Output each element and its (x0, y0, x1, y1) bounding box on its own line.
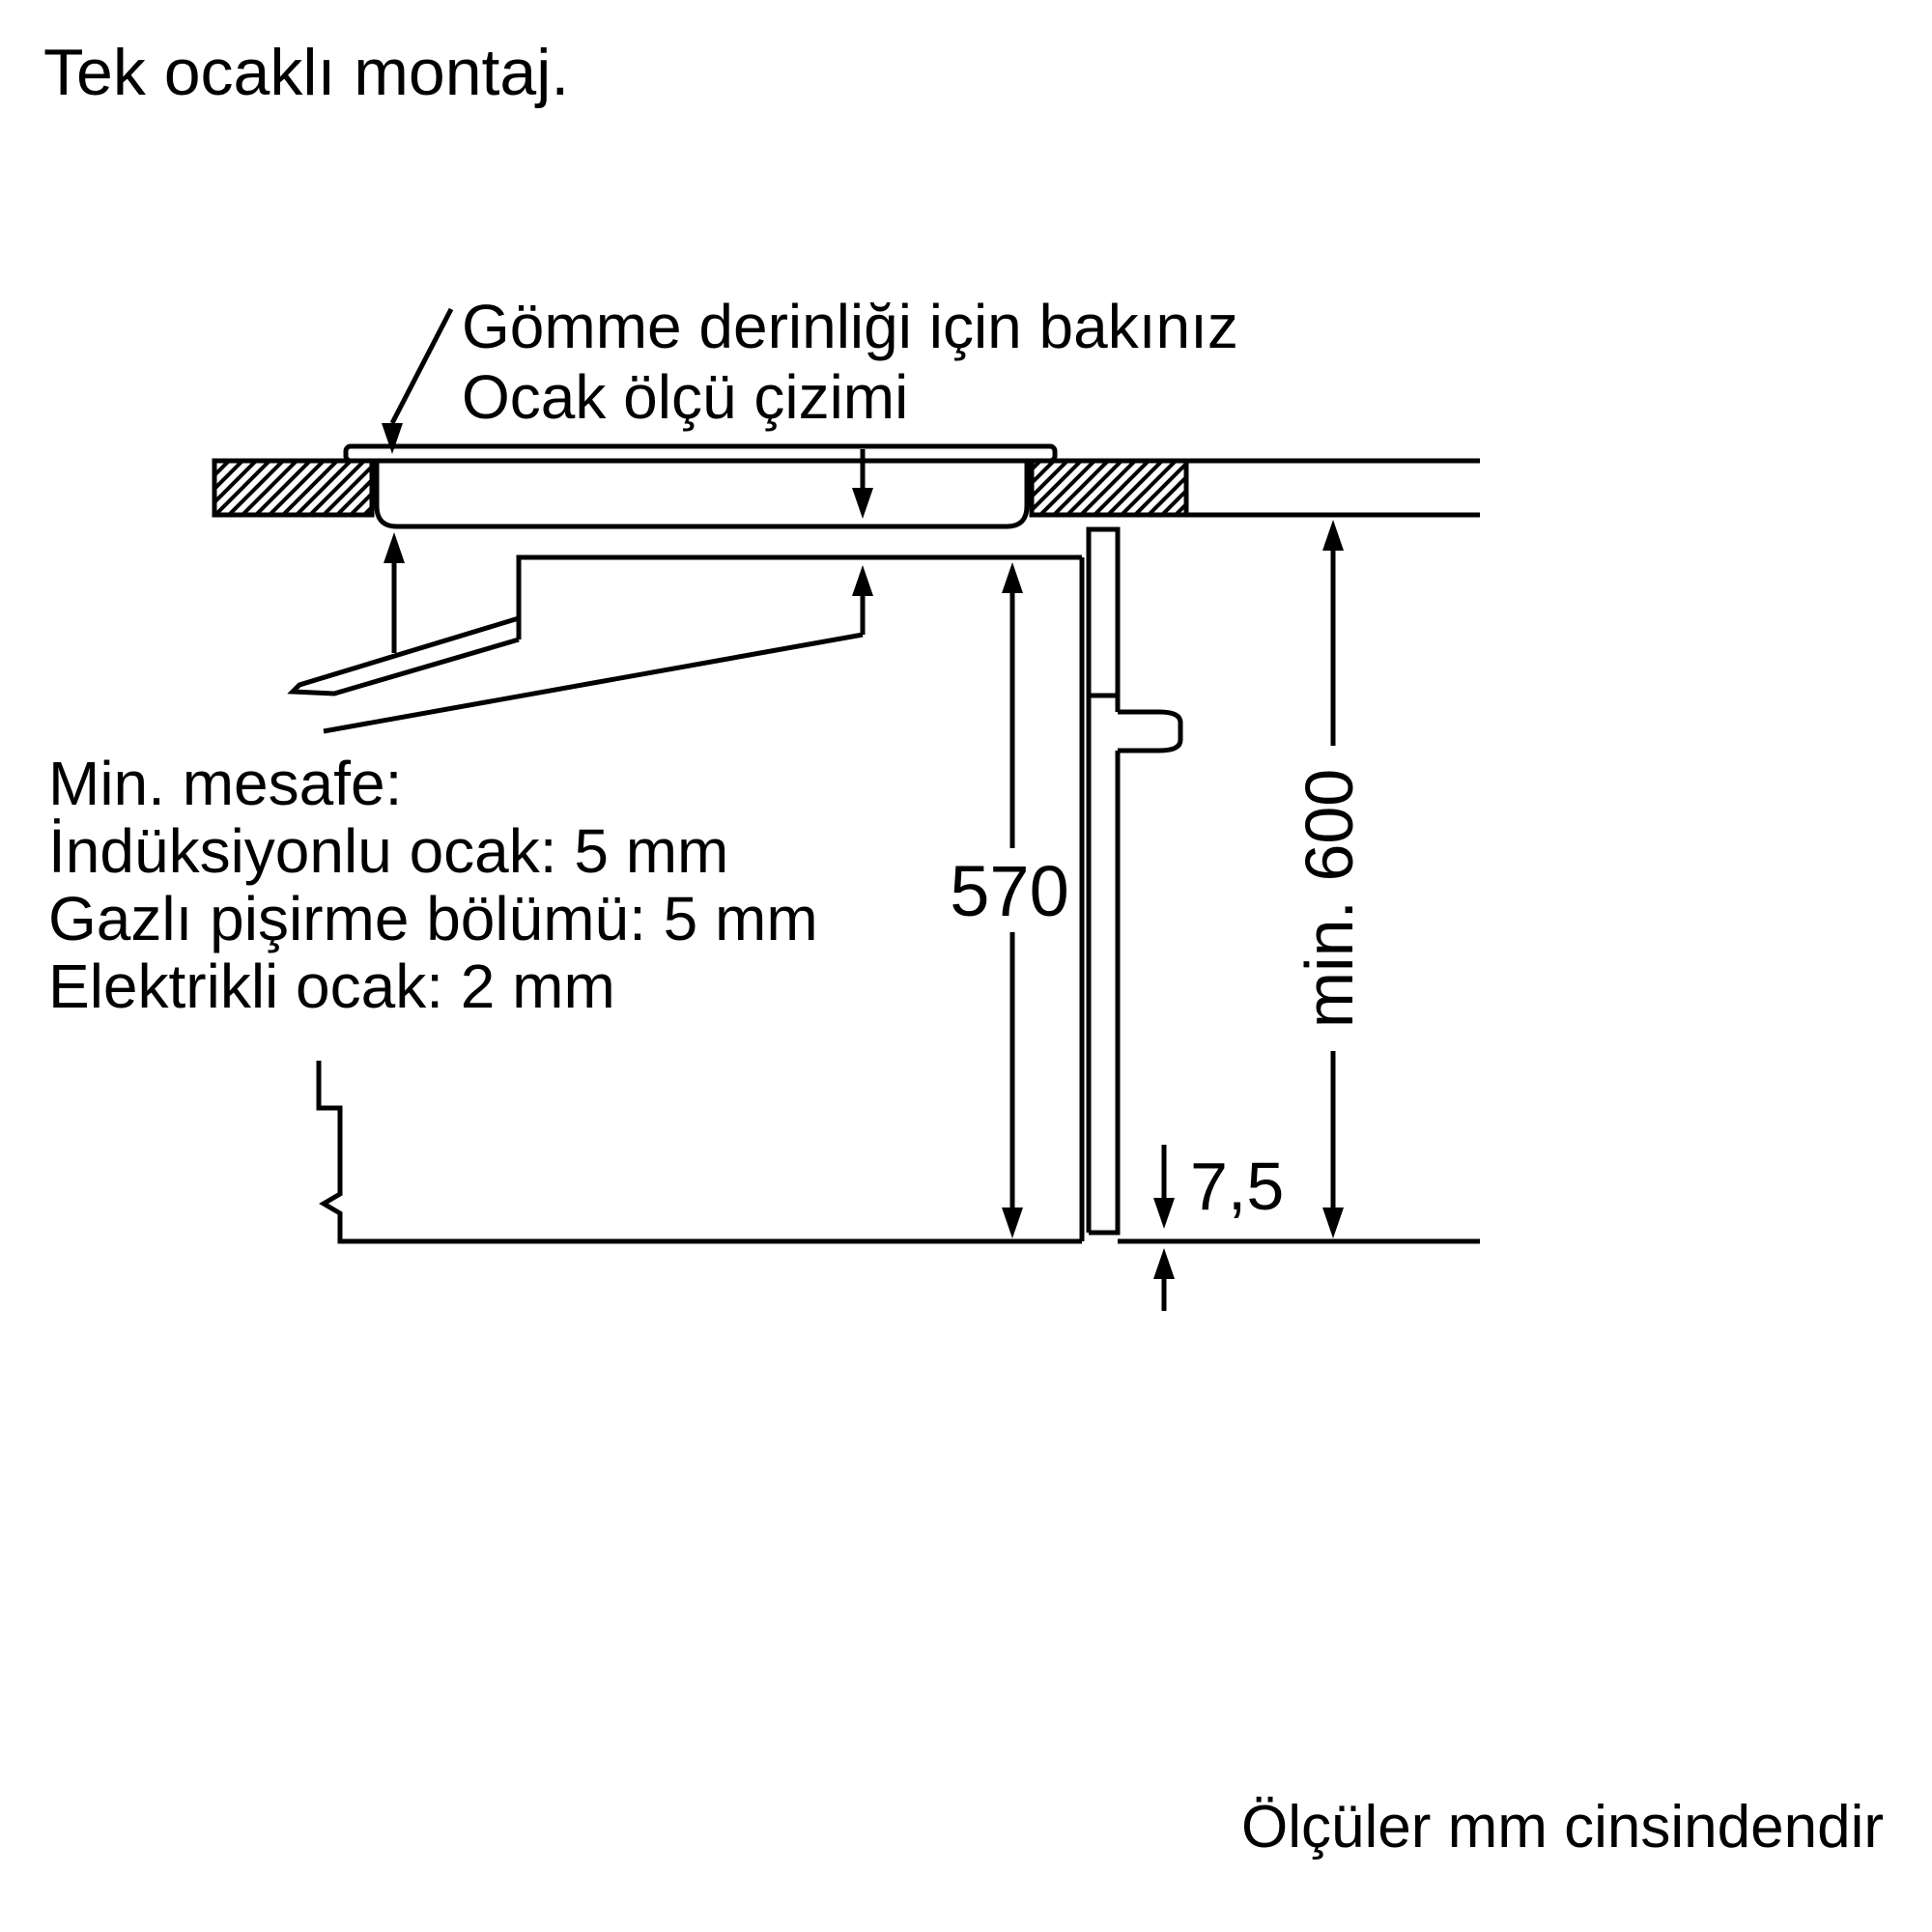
min-distance-leader-line (323, 632, 864, 734)
min-distance-gas: Gazlı pişirme bölümü: 5 mm (48, 884, 818, 953)
worktop-right-extension-lines (1186, 458, 1480, 518)
hob-flange (343, 443, 1058, 464)
embed-note-arrowhead (382, 423, 403, 454)
annotation-embed-depth: Gömme derinliği için bakınız Ocak ölçü ç… (382, 292, 1238, 519)
gap-arrowhead-mid (852, 565, 873, 596)
cabinet-bottom-outline (316, 1061, 1082, 1244)
dim-75-arrowhead-up (1153, 1248, 1175, 1279)
oven-front-strip (1086, 526, 1121, 1236)
dim-600-label: min. 600 (1292, 769, 1367, 1028)
dim-570-label: 570 (950, 851, 1068, 931)
min-distance-heading: Min. mesafe: (48, 749, 402, 818)
dimension-7-5: 7,5 (1153, 1145, 1284, 1311)
dim-600-arrowhead-bottom (1322, 1208, 1344, 1238)
dim-570-arrowhead-bottom (1002, 1208, 1023, 1238)
dim-600-arrowhead-top (1322, 520, 1344, 551)
oven-control-knob (1118, 709, 1183, 753)
embed-note-line-2: Ocak ölçü çizimi (462, 362, 908, 432)
worktop (212, 458, 1480, 518)
dimension-min-600: min. 600 (1292, 520, 1367, 1238)
dim-570-arrowhead-top (1002, 562, 1023, 593)
units-note: Ölçüler mm cinsindendir (1241, 1794, 1884, 1861)
dim-75-label: 7,5 (1190, 1149, 1284, 1224)
min-distance-electric: Elektrikli ocak: 2 mm (48, 952, 615, 1021)
page-title: Tek ocaklı montaj. (43, 36, 569, 109)
embed-depth-arrowhead (852, 488, 873, 519)
oven (287, 526, 1480, 1244)
min-distance-induction: İndüksiyonlu ocak: 5 mm (48, 816, 728, 886)
worktop-right-section (1029, 458, 1189, 518)
cabinet-panel-break (287, 615, 520, 696)
embed-note-line-1: Gömme derinliği için bakınız (462, 292, 1238, 361)
hob (343, 443, 1058, 529)
embed-note-leader-line (389, 307, 454, 425)
worktop-left-section (212, 458, 375, 518)
oven-top-line (516, 554, 1082, 639)
gap-arrowhead-left (384, 532, 405, 563)
dimension-570: 570 (950, 562, 1069, 1238)
hob-body (374, 461, 1030, 529)
annotation-min-distance: Min. mesafe: İndüksiyonlu ocak: 5 mm Gaz… (48, 532, 873, 1021)
dim-75-arrowhead-down (1153, 1198, 1175, 1229)
